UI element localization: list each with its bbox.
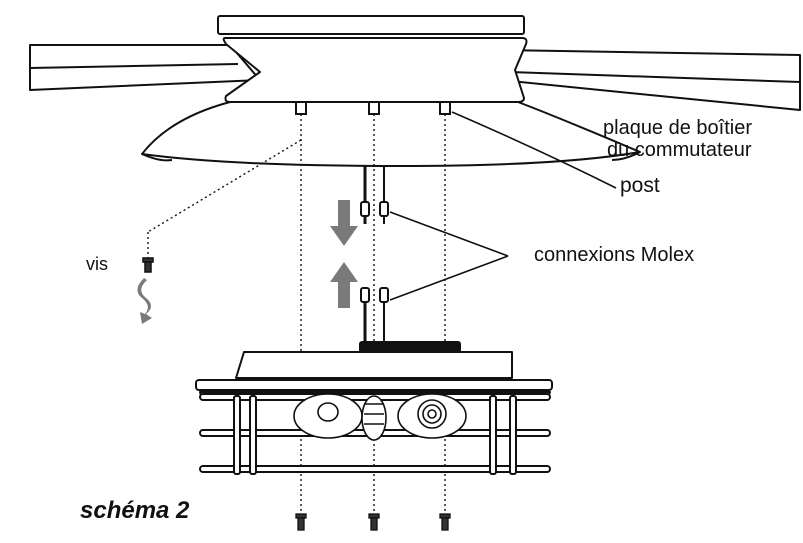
light-cage-bars [233,395,517,475]
leader-molex-bottom [389,255,509,301]
molex-connector-top-left [360,201,370,217]
diagram-caption: schéma 2 [80,497,190,524]
label-switch-housing-plate-line1: plaque de boîtier [603,117,753,139]
light-cage-ring-bottom [199,465,551,473]
post-right [439,101,451,115]
fan-blade-left [29,44,261,91]
leader-post [451,111,617,189]
leader-molex-top [389,211,509,257]
molex-connector-bottom-left [360,287,370,303]
label-post: post [620,174,660,197]
screw-icon [142,257,154,273]
fan-blade-right [499,49,801,111]
bulb-socket-left [293,393,363,439]
bottom-screw-right [439,513,451,531]
bottom-screw-center [368,513,380,531]
arrow-up [330,262,358,308]
label-molex-connections: connexions Molex [534,244,695,266]
label-switch-housing-plate-line2: du commutateur [607,139,752,161]
arrow-down [330,200,358,246]
bulb-socket-right [397,393,467,439]
motor-top-cap [217,15,525,35]
bottom-screw-left [295,513,307,531]
motor-body [222,37,528,103]
post-left [295,101,307,115]
label-screw: vis [86,254,108,274]
switch-housing-plate [235,351,513,379]
molex-connector-top-right [379,201,389,217]
bulb-socket-center [361,395,387,441]
rotate-arrow-icon [137,278,152,324]
motor-lower-housing [141,101,641,167]
post-center [368,101,380,115]
molex-connector-bottom-right [379,287,389,303]
